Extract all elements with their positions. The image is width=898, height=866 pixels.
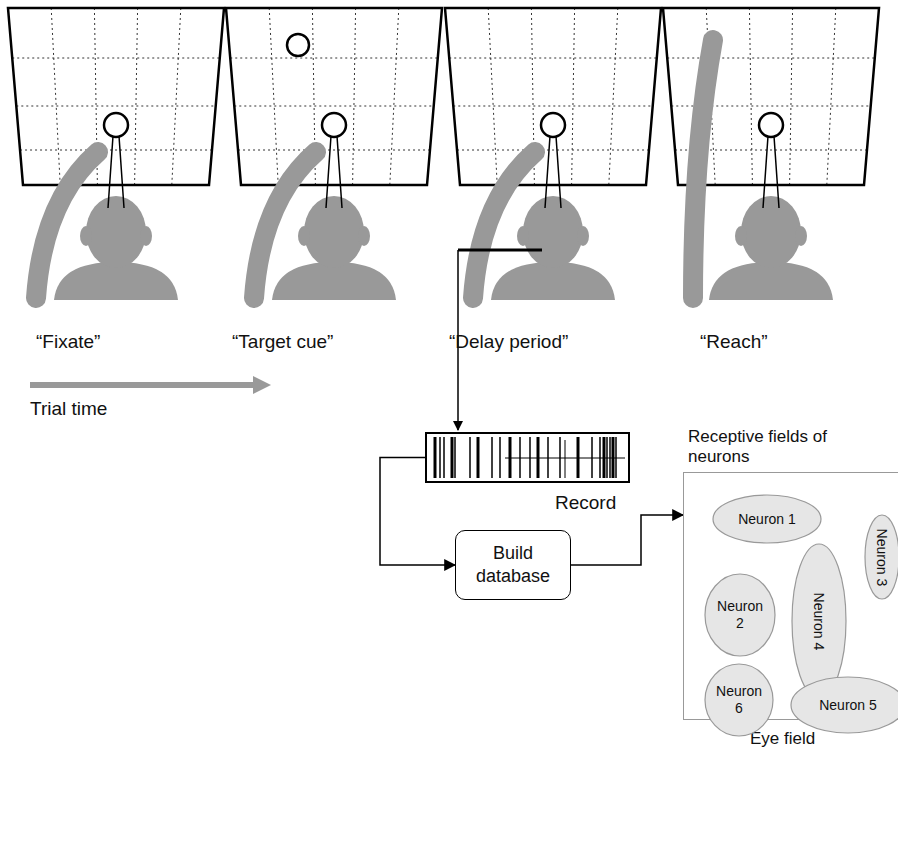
- panel-heading: Receptive fields of neurons: [688, 427, 878, 468]
- record-trace: Record: [425, 432, 630, 483]
- receptive-field: Neuron 2: [704, 573, 776, 657]
- phase-label: “Target cue”: [232, 331, 333, 353]
- receptive-field: Neuron 1: [712, 494, 822, 544]
- time-arrow: [30, 382, 262, 388]
- trial-panel: [8, 8, 224, 300]
- trial-panel: [663, 8, 879, 300]
- spike-train: [435, 437, 625, 478]
- neuron-label: Neuron 5: [819, 697, 877, 714]
- trial-panel: [445, 8, 661, 300]
- axis-label: Trial time: [30, 398, 107, 420]
- node-label: Record: [555, 492, 616, 514]
- panel-caption: Eye field: [750, 729, 815, 749]
- process-box: Build database: [455, 530, 571, 600]
- neuron-label: Neuron 4: [811, 592, 828, 650]
- phase-label: “Delay period”: [449, 331, 568, 353]
- receptive-field-panel: Receptive fields of neuronsEye fieldNeur…: [683, 472, 898, 720]
- delay-bar: [458, 249, 542, 252]
- receptive-field: Neuron 3: [864, 514, 898, 600]
- receptive-field: Neuron 4: [791, 543, 847, 699]
- node-label: Build database: [464, 542, 562, 589]
- connector: [380, 458, 455, 566]
- neuron-label: Neuron 2: [715, 598, 765, 632]
- receptive-field: Neuron 5: [790, 676, 898, 734]
- neuron-label: Neuron 1: [738, 511, 796, 528]
- phase-label: “Reach”: [700, 331, 768, 353]
- neuron-label: Neuron 6: [714, 683, 764, 717]
- receptive-field: Neuron 6: [704, 663, 774, 737]
- connector: [571, 515, 683, 565]
- neuron-label: Neuron 3: [874, 528, 891, 586]
- phase-label: “Fixate”: [36, 331, 100, 353]
- trial-panel: [226, 8, 442, 300]
